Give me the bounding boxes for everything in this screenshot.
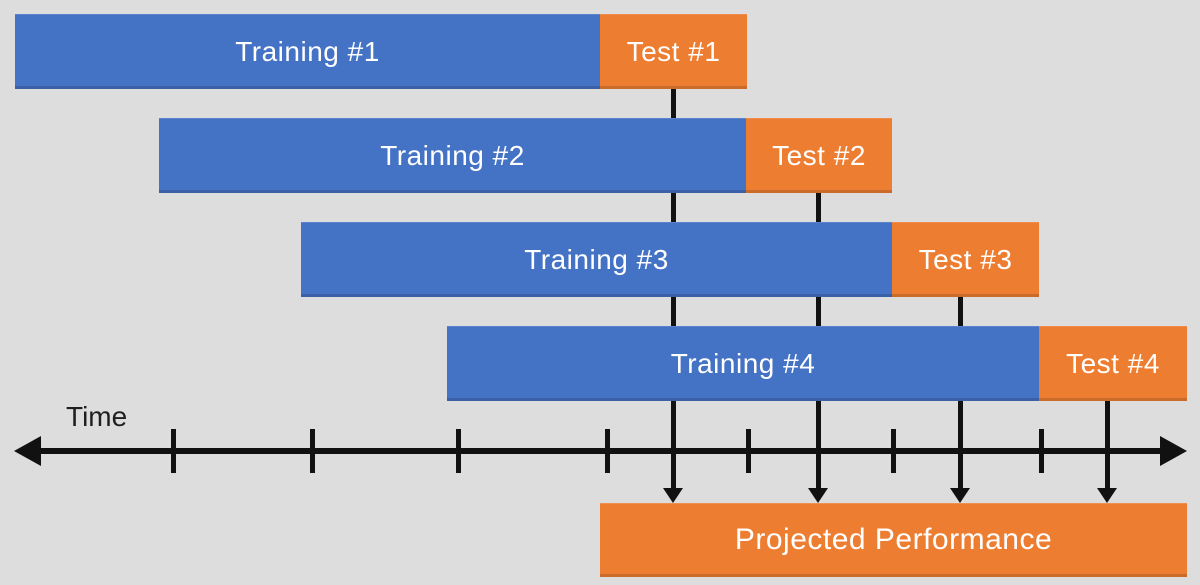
test4-connector-line xyxy=(1105,400,1110,490)
axis-tick xyxy=(605,429,610,473)
axis-right-arrowhead-icon xyxy=(1160,436,1187,466)
training-bar-2: Training #2 xyxy=(159,118,746,193)
time-axis-label: Time xyxy=(66,401,128,432)
axis-tick xyxy=(1039,429,1044,473)
time-axis-line xyxy=(34,448,1164,454)
axis-tick xyxy=(891,429,896,473)
test4-down-arrowhead-icon xyxy=(1097,488,1117,503)
test1-down-arrowhead-icon xyxy=(663,488,683,503)
axis-tick xyxy=(310,429,315,473)
axis-tick xyxy=(456,429,461,473)
test-bar-1: Test #1 xyxy=(600,14,747,89)
test3-down-arrowhead-icon xyxy=(950,488,970,503)
axis-tick xyxy=(746,429,751,473)
test-bar-2: Test #2 xyxy=(746,118,892,193)
axis-tick xyxy=(171,429,176,473)
training-bar-1: Training #1 xyxy=(15,14,600,89)
test-bar-3: Test #3 xyxy=(892,222,1039,297)
axis-left-arrowhead-icon xyxy=(14,436,41,466)
test-bar-4: Test #4 xyxy=(1039,326,1187,401)
projected-performance-bar: Projected Performance xyxy=(600,503,1187,577)
training-bar-3: Training #3 xyxy=(301,222,892,297)
training-bar-4: Training #4 xyxy=(447,326,1039,401)
test2-down-arrowhead-icon xyxy=(808,488,828,503)
